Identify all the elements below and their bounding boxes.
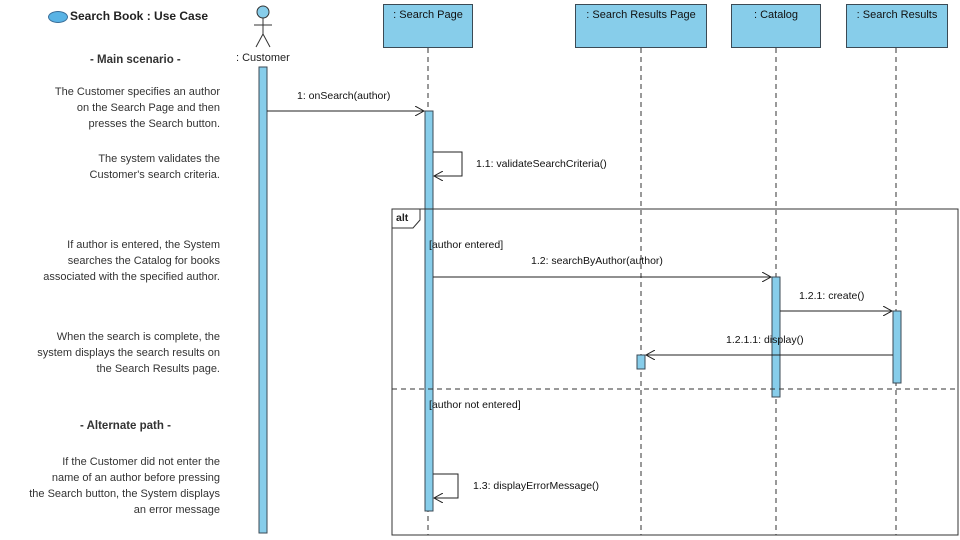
note-line: an error message <box>133 504 220 516</box>
lifeline-box-search-page[interactable]: : Search Page <box>383 4 473 48</box>
guard-author-entered: [author entered] <box>429 239 504 251</box>
note-step1: The Customer specifies an author on the … <box>10 84 220 132</box>
note-line: the Search button, the System displays <box>29 488 220 500</box>
note-line: presses the Search button. <box>88 118 220 130</box>
note-line: name of an author before pressing <box>51 472 220 484</box>
note-step3: If author is entered, the System searche… <box>10 237 220 285</box>
note-line: system displays the search results on <box>37 347 220 359</box>
message-label-1-2-1: 1.2.1: create() <box>799 290 865 302</box>
use-case-title: Search Book : Use Case <box>70 9 209 23</box>
activation-catalog <box>771 276 781 398</box>
note-line: the Search Results page. <box>96 363 220 375</box>
alt-operator-label: alt <box>396 212 409 224</box>
message-arrow-1-3 <box>433 473 459 498</box>
lifeline-box-search-results[interactable]: : Search Results <box>846 4 948 48</box>
lifeline-box-catalog[interactable]: : Catalog <box>731 4 821 48</box>
message-arrow-1-1 <box>433 151 463 176</box>
note-line: searches the Catalog for books <box>67 255 220 267</box>
message-label-1-1: 1.1: validateSearchCriteria() <box>476 158 607 170</box>
use-case-icon <box>48 11 68 23</box>
note-line: If author is entered, the System <box>67 239 220 251</box>
guard-author-not-entered: [author not entered] <box>429 399 521 411</box>
actor-customer-icon <box>254 5 272 48</box>
activation-search-page <box>424 110 434 512</box>
alt-fragment <box>391 208 959 536</box>
alternate-path-heading: - Alternate path - <box>80 420 171 432</box>
activation-search-results-page <box>636 354 646 370</box>
activation-search-results <box>892 310 902 384</box>
note-line: Customer's search criteria. <box>89 169 220 181</box>
message-label-1-3: 1.3: displayErrorMessage() <box>473 480 600 492</box>
note-step4: When the search is complete, the system … <box>10 329 220 377</box>
message-label-1: 1: onSearch(author) <box>297 90 391 102</box>
note-line: associated with the specified author. <box>43 271 220 283</box>
note-line: If the Customer did not enter the <box>62 456 220 468</box>
message-label-1-2-1-1: 1.2.1.1: display() <box>726 334 804 346</box>
main-scenario-heading: - Main scenario - <box>90 54 181 66</box>
note-line: The Customer specifies an author <box>54 86 220 98</box>
note-line: The system validates the <box>98 153 220 165</box>
note-line: When the search is complete, the <box>56 331 220 343</box>
note-line: on the Search Page and then <box>76 102 220 114</box>
lifeline-box-search-results-page[interactable]: : Search Results Page <box>575 4 707 48</box>
note-step5: If the Customer did not enter the name o… <box>10 454 220 518</box>
activation-customer <box>258 66 268 534</box>
actor-customer-label: : Customer <box>236 52 290 64</box>
message-label-1-2: 1.2: searchByAuthor(author) <box>531 255 663 267</box>
note-step2: The system validates the Customer's sear… <box>10 151 220 183</box>
